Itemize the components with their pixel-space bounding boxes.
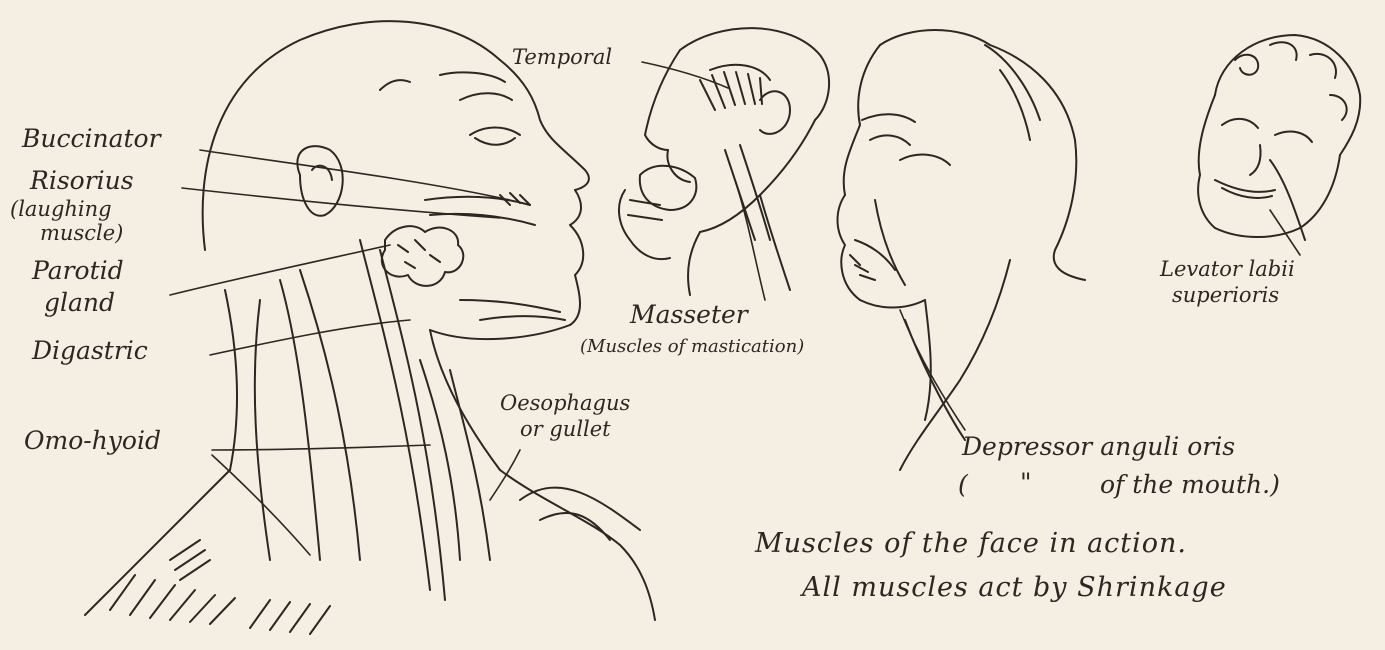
middle-face-figure <box>838 30 1086 470</box>
label-risorius: Risorius <box>30 168 134 194</box>
label-laughing-line1: (laughing <box>10 198 112 220</box>
caption-line1: Muscles of the face in action. <box>755 530 1187 558</box>
label-buccinator: Buccinator <box>22 126 161 152</box>
label-oesophagus-line1: Oesophagus <box>500 392 630 414</box>
label-digastric: Digastric <box>32 338 148 364</box>
label-depressor-line2: of the mouth.) <box>1100 472 1280 498</box>
label-levator-line2: superioris <box>1172 284 1279 306</box>
label-mastication: (Muscles of mastication) <box>580 338 804 357</box>
profile-head-figure <box>619 28 829 295</box>
label-parotid-line1: Parotid <box>32 258 124 284</box>
label-omohyoid: Omo-hyoid <box>24 428 161 454</box>
right-face-figure <box>1198 35 1360 240</box>
label-oesophagus-line2: or gullet <box>520 418 611 440</box>
large-head-figure <box>85 21 655 634</box>
label-temporal: Temporal <box>512 46 612 68</box>
caption-line2: All muscles act by Shrinkage <box>802 574 1227 602</box>
label-laughing-line2: muscle) <box>40 222 123 244</box>
label-depressor-ditto: " <box>1020 470 1032 496</box>
label-levator-line1: Levator labii <box>1160 258 1295 280</box>
label-depressor: Depressor anguli oris <box>962 434 1235 460</box>
label-parotid-line2: gland <box>44 290 115 316</box>
label-depressor-open-paren: ( <box>958 472 968 498</box>
label-masseter: Masseter <box>630 302 748 328</box>
